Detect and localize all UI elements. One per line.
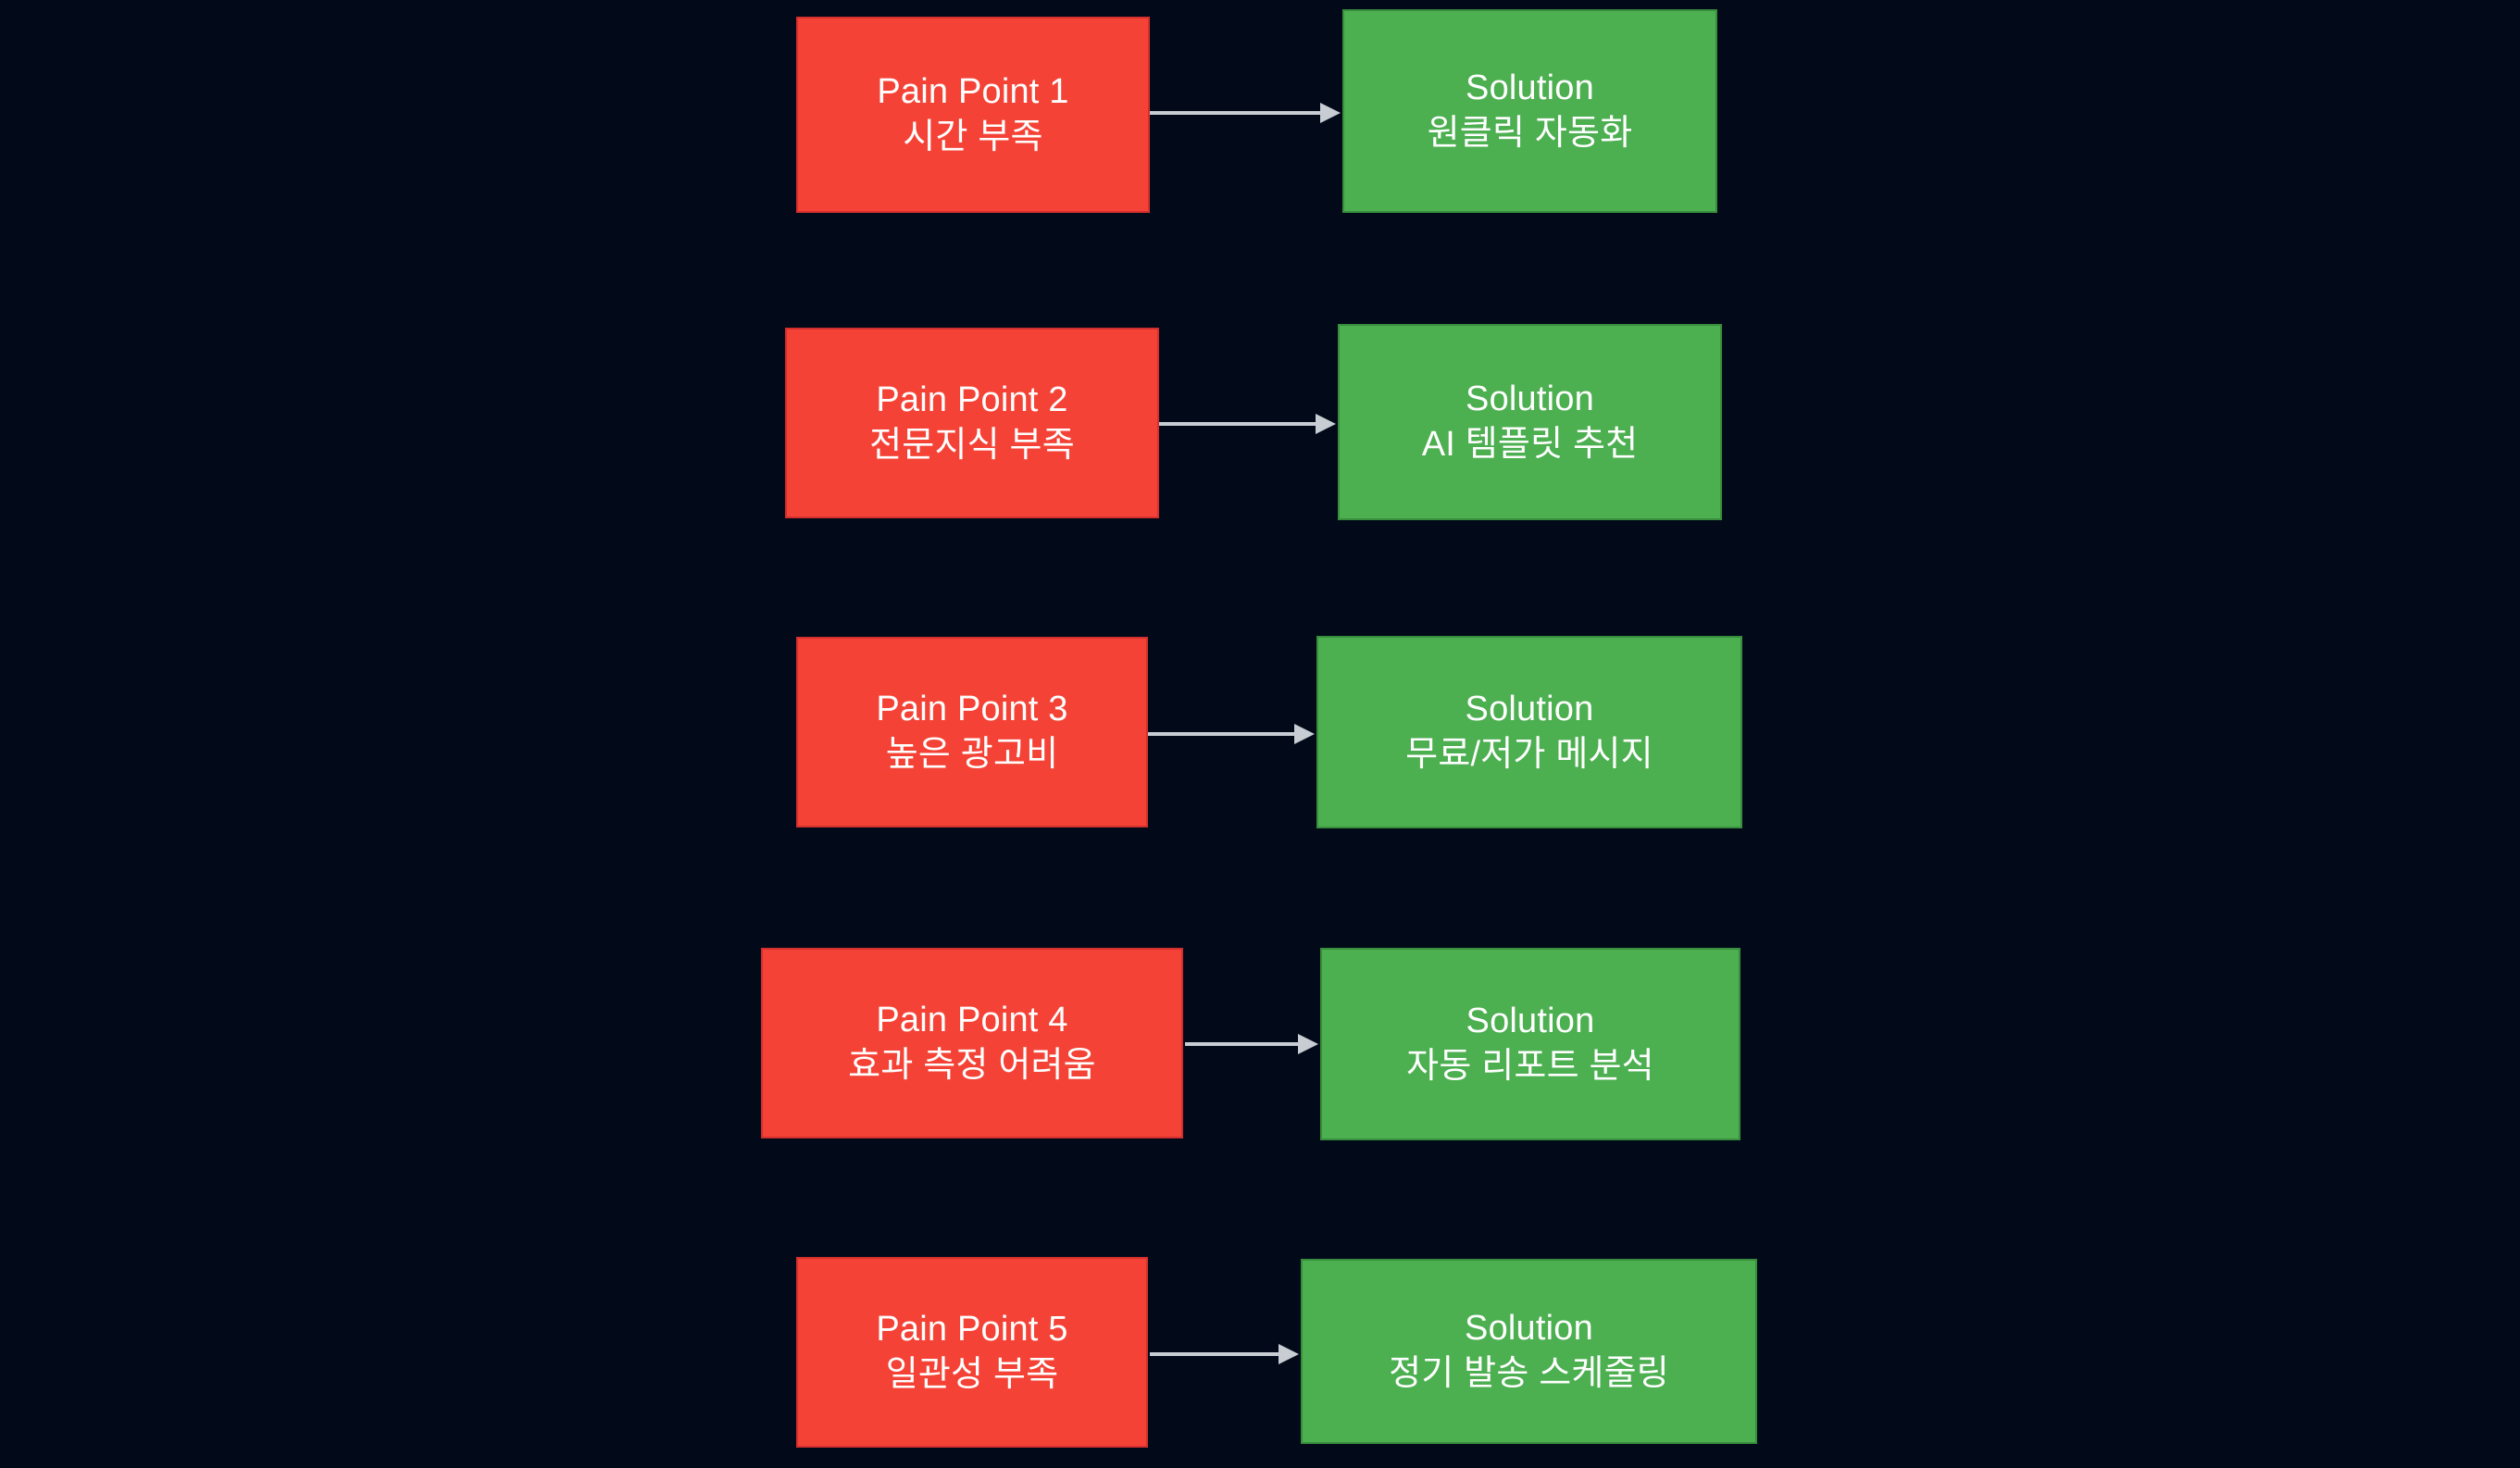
solution-detail: 정기 발송 스케줄링 [1389,1354,1669,1393]
pain-point-node-3[interactable]: Pain Point 3 높은 광고비 [796,637,1148,827]
solution-node-5[interactable]: Solution 정기 발송 스케줄링 [1301,1259,1757,1444]
solution-title: Solution [1466,68,1594,107]
pain-point-node-5[interactable]: Pain Point 5 일관성 부족 [796,1257,1148,1448]
solution-title: Solution [1465,689,1594,728]
pain-point-node-1[interactable]: Pain Point 1 시간 부족 [796,17,1150,213]
pain-point-title: Pain Point 1 [877,71,1069,111]
arrow-connector-2 [1159,414,1336,434]
solution-detail: AI 템플릿 추천 [1421,425,1639,464]
pain-point-detail: 시간 부족 [903,118,1043,156]
solution-node-4[interactable]: Solution 자동 리포트 분석 [1320,948,1740,1140]
arrow-head-icon [1294,724,1315,744]
arrow-connector-3 [1148,724,1315,744]
pain-point-title: Pain Point 5 [876,1309,1068,1349]
pain-point-detail: 높은 광고비 [885,735,1059,774]
solution-title: Solution [1466,1001,1595,1040]
arrow-head-icon [1279,1344,1299,1364]
arrow-head-icon [1316,414,1336,434]
solution-node-1[interactable]: Solution 원클릭 자동화 [1342,9,1717,213]
solution-detail: 자동 리포트 분석 [1406,1047,1654,1086]
arrow-head-icon [1298,1034,1318,1054]
pain-point-title: Pain Point 4 [876,1000,1068,1039]
solution-title: Solution [1465,1308,1593,1348]
pain-point-detail: 효과 측정 어려움 [848,1046,1096,1085]
pain-point-detail: 일관성 부족 [885,1355,1059,1394]
arrow-head-icon [1320,103,1341,123]
arrow-connector-4 [1185,1034,1318,1054]
pain-point-node-4[interactable]: Pain Point 4 효과 측정 어려움 [761,948,1183,1138]
solution-detail: 무료/저가 메시지 [1405,735,1653,774]
arrow-connector-5 [1150,1344,1299,1364]
solution-node-3[interactable]: Solution 무료/저가 메시지 [1316,636,1742,828]
pain-point-title: Pain Point 3 [876,689,1068,728]
pain-point-title: Pain Point 2 [876,379,1068,419]
solution-node-2[interactable]: Solution AI 템플릿 추천 [1338,324,1722,520]
solution-detail: 원클릭 자동화 [1427,114,1633,153]
pain-point-node-2[interactable]: Pain Point 2 전문지식 부족 [785,328,1159,518]
arrow-connector-1 [1150,103,1341,123]
solution-title: Solution [1466,379,1594,418]
pain-point-detail: 전문지식 부족 [869,426,1075,465]
